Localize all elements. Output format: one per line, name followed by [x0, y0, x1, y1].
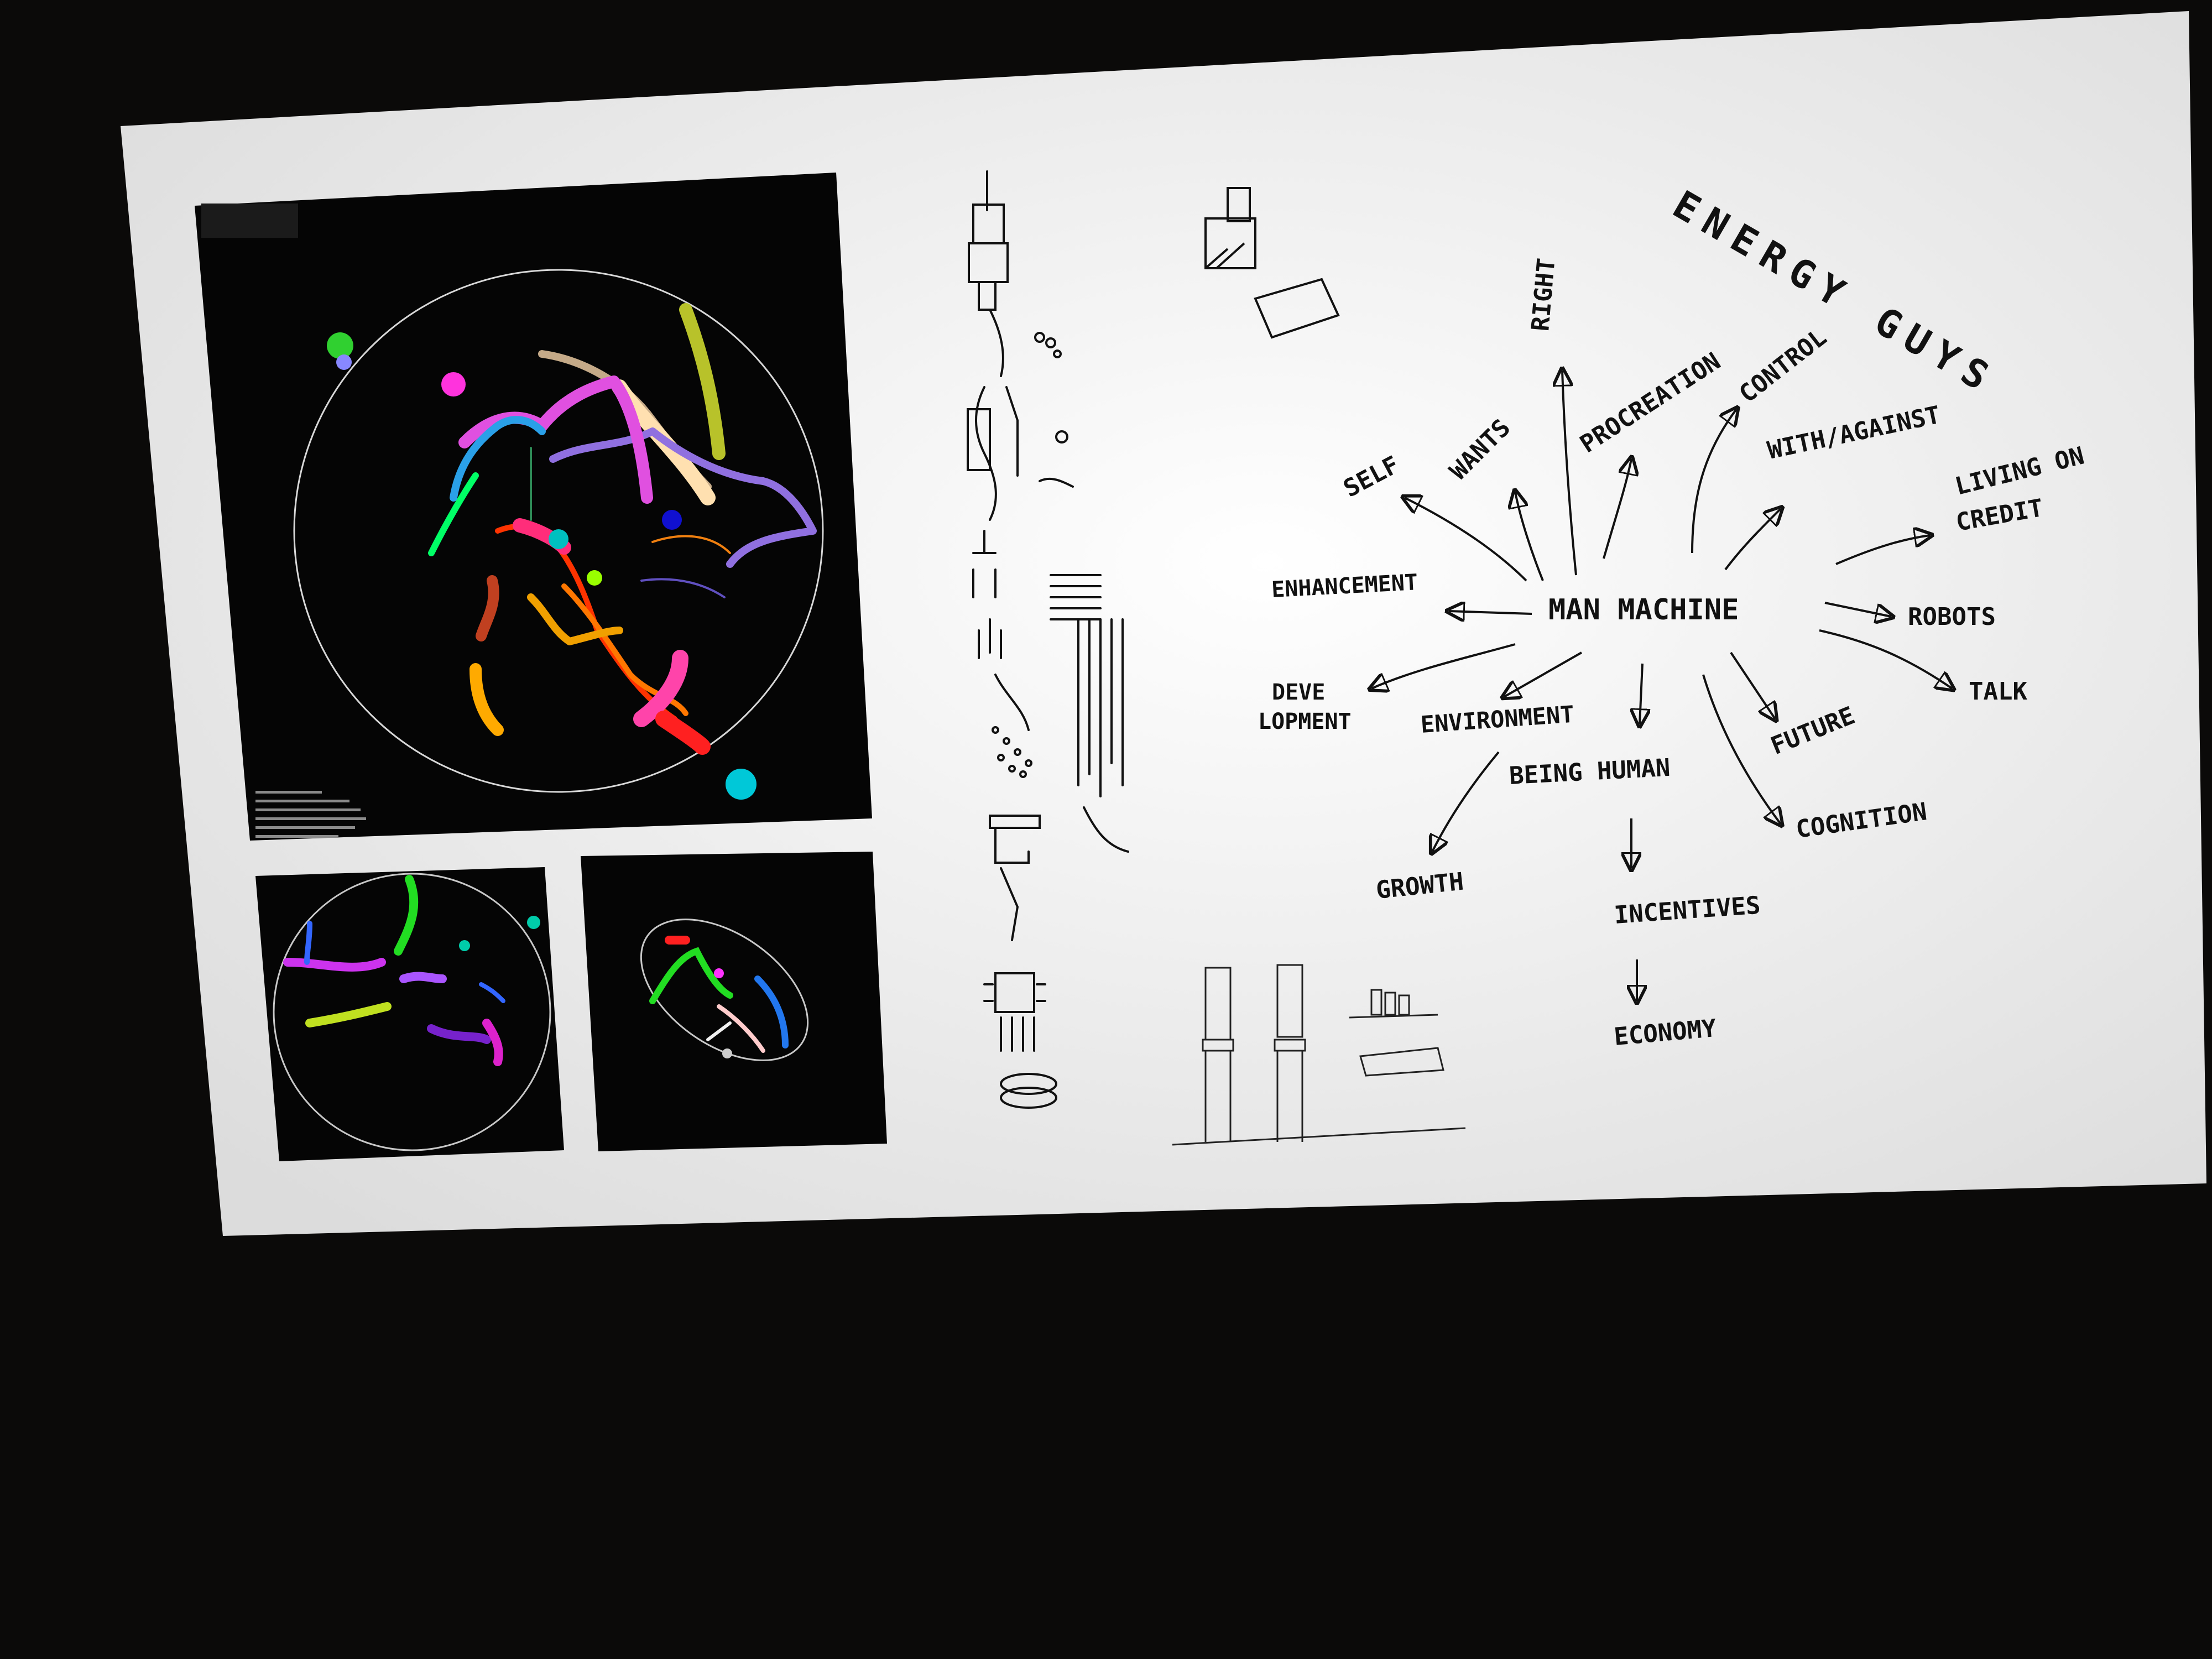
- movement-trails: [428, 303, 817, 755]
- top-sketches: [1204, 187, 1340, 339]
- branch-lopment: LOPMENT: [1258, 709, 1352, 734]
- arena-circle: [293, 269, 824, 793]
- log-text-block: [255, 791, 366, 838]
- secondary-tracking-panel-1: [255, 867, 564, 1161]
- mind-map-center: MAN MACHINE: [1548, 593, 1739, 627]
- main-tracking-panel: [195, 173, 872, 841]
- interior-sketch: [1172, 964, 1466, 1146]
- branch-right: RIGHT: [1526, 257, 1561, 332]
- mind-map-arrows: [1371, 371, 1952, 1001]
- branch-deve: DEVE: [1272, 680, 1325, 705]
- technology-sketch-column: [967, 170, 1129, 1109]
- branch-talk: TALK: [1969, 677, 2027, 706]
- secondary-tracking-panel-2: [581, 852, 887, 1151]
- branch-robots: ROBOTS: [1908, 603, 1996, 631]
- tracked-blobs: [327, 332, 757, 800]
